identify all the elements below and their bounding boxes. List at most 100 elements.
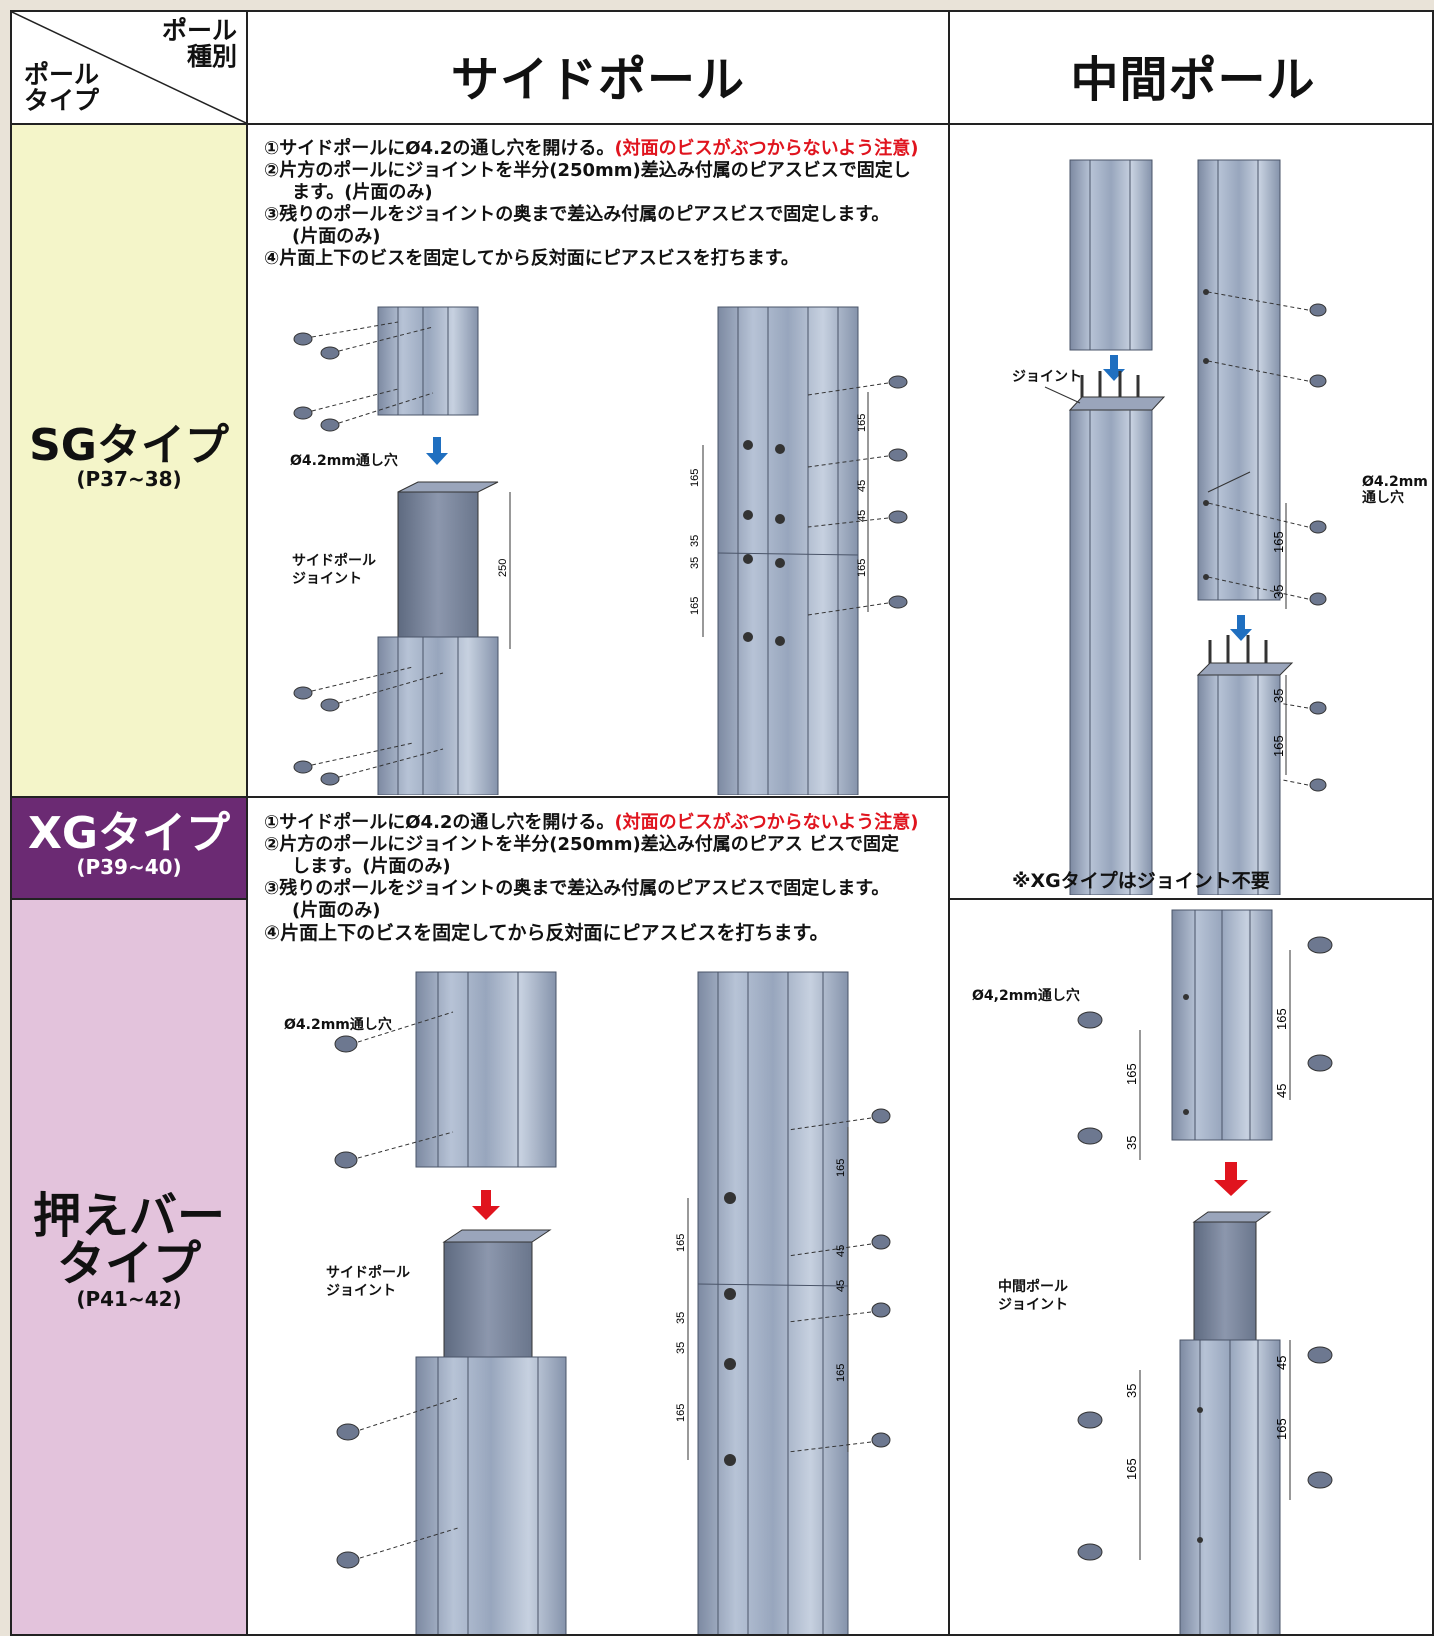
xg-type-label: XGタイプ (P39~40)	[12, 808, 246, 879]
sg-step-3-cont: (片面のみ)	[292, 226, 381, 247]
sg-screws-right	[888, 375, 908, 609]
bar-mid-down-arrow	[1214, 1162, 1248, 1196]
bar-side-pole-diagram: 165 35 35 165 165 45 45 165	[334, 971, 891, 1634]
mid-dim-165-b: 165	[1271, 735, 1286, 757]
sg-type-cell	[12, 125, 246, 797]
mid-hole-label: Ø4.2mm 通し穴	[1362, 474, 1428, 506]
bar-mid-dim-45-a: 45	[1274, 1084, 1289, 1098]
mid-upper-pole	[1069, 159, 1153, 351]
sg-instructions: ①サイドポールにØ4.2の通し穴を開ける。(対面のビスがぶつからないよう注意) …	[264, 138, 919, 270]
bar-bolt-holes	[724, 1192, 736, 1466]
sg-screws-lower	[293, 686, 340, 786]
sg-side-pole-diagram: 250 165 35 35 165	[293, 306, 908, 795]
sg-step-2-cont: ます。(片面のみ)	[292, 182, 433, 203]
sg-step-4: ④片面上下のビスを固定してから反対面にピアスビスを打ちます。	[264, 248, 799, 269]
corner-top-label: ポール 種別	[161, 16, 237, 71]
corner-diagonal	[12, 12, 246, 123]
mid-dim-35-a: 35	[1271, 585, 1286, 599]
corner-pole-kind: ポール 種別	[132, 18, 237, 70]
bar-hole-label: Ø4.2mm通し穴	[284, 1017, 392, 1033]
bar-mid-dim-165-d: 165	[1274, 1418, 1289, 1440]
sg-step-1: ①サイドポールにØ4.2の通し穴を開ける。(対面のビスがぶつからないよう注意)	[264, 138, 919, 159]
xg-step-4: ④片面上下のビスを固定してから反対面にピアスビスを打ちます。	[264, 922, 829, 944]
xg-step-1: ①サイドポールにØ4.2の通し穴を開ける。(対面のビスがぶつからないよう注意)	[264, 812, 919, 833]
bar-mid-screws-upper	[1077, 936, 1333, 1145]
sg-dim-165-a: 165	[689, 469, 701, 487]
bar-mid-dim-165-b: 165	[1274, 1008, 1289, 1030]
bar-screws-right	[871, 1108, 891, 1448]
bar-mid-dim-165-c: 165	[1124, 1458, 1139, 1480]
bar-type-pages: (P41~42)	[76, 1287, 182, 1311]
sg-dim-165-b: 165	[689, 597, 701, 615]
bar-mid-joint-label: 中間ポール ジョイント	[998, 1279, 1068, 1313]
mid-down-arrow-2	[1230, 615, 1252, 641]
xg-no-joint-note: ※XGタイプはジョイント不要	[1012, 870, 1270, 892]
sg-middle-pole-diagram: 165 35 35 165	[1044, 159, 1327, 895]
bar-mid-screws-lower	[1077, 1346, 1333, 1561]
sg-screws-upper	[293, 332, 340, 432]
bar-dim-165-d: 165	[835, 1364, 847, 1382]
corner-pole-type: ポール タイプ	[24, 62, 114, 114]
bar-dim-165-c: 165	[835, 1159, 847, 1177]
mid-dim-165-a: 165	[1271, 531, 1286, 553]
mid-right-lower-pole	[1197, 674, 1281, 895]
bar-upper-pole	[415, 971, 557, 1168]
bar-mid-hole-label: Ø4,2mm通し穴	[972, 988, 1080, 1004]
xg-step-3: ③残りのポールをジョイントの奥まで差込み付属のピアスビスで固定します。	[264, 878, 890, 899]
sg-upper-pole	[377, 306, 479, 416]
sg-side-joint	[397, 491, 479, 653]
bar-dim-35-a: 35	[675, 1312, 687, 1324]
sg-dim-35-b: 35	[689, 557, 701, 569]
bar-type-cell	[12, 900, 246, 1634]
bar-screws-lower	[336, 1423, 360, 1569]
bar-joint-label: サイドポール ジョイント	[326, 1265, 410, 1299]
mid-screws-right	[1309, 303, 1327, 792]
bar-dim-165-a: 165	[675, 1234, 687, 1252]
bar-mid-joint	[1193, 1221, 1257, 1353]
mid-joint-label: ジョイント	[1012, 369, 1082, 385]
bar-middle-pole-diagram: 165 35 165 45 35 165 45 165	[1077, 909, 1333, 1634]
bar-down-arrow	[472, 1190, 500, 1220]
sg-type-label: SGタイプ (P37~38)	[12, 420, 246, 491]
bar-type-name-2: タイプ	[56, 1236, 201, 1292]
bar-mid-dim-45-b: 45	[1274, 1356, 1289, 1370]
bar-dim-35-b: 35	[675, 1342, 687, 1354]
bar-dim-45-b: 45	[835, 1280, 847, 1292]
xg-step-3-cont: (片面のみ)	[292, 900, 381, 921]
xg-type-name: XGタイプ	[27, 808, 231, 859]
bar-screws-upper	[334, 1035, 358, 1169]
sg-step-3: ③残りのポールをジョイントの奥まで差込み付属のピアスビスで固定します。	[264, 204, 890, 225]
xg-step-1-note: (対面のビスがぶつからないよう注意)	[614, 812, 919, 833]
sg-step-1-note: (対面のビスがぶつからないよう注意)	[614, 138, 919, 159]
mid-dim-35-b: 35	[1271, 689, 1286, 703]
sg-dim-45-b: 45	[856, 510, 868, 522]
sg-joint-label: サイドポール ジョイント	[292, 553, 376, 587]
sg-down-arrow	[426, 437, 448, 465]
sg-bolt-holes	[743, 440, 785, 646]
xg-type-pages: (P39~40)	[76, 855, 182, 879]
sg-dim-250: 250	[497, 559, 509, 577]
sg-hole-label: Ø4.2mm通し穴	[290, 453, 398, 469]
sg-lower-pole	[377, 636, 499, 795]
sg-dim-35-a: 35	[689, 535, 701, 547]
sg-dim-165-c: 165	[856, 414, 868, 432]
mid-lower-pole	[1069, 409, 1153, 895]
sg-dim-45-a: 45	[856, 480, 868, 492]
bar-mid-dim-35-a: 35	[1124, 1136, 1139, 1150]
bar-type-label: 押えバー タイプ (P41~42)	[12, 1192, 246, 1310]
mid-bolt-holes	[1203, 289, 1209, 580]
sg-type-name: SGタイプ	[29, 420, 229, 471]
sg-dim-165-d: 165	[856, 559, 868, 577]
xg-instructions: ①サイドポールにØ4.2の通し穴を開ける。(対面のビスがぶつからないよう注意) …	[264, 812, 919, 944]
bar-type-name-1: 押えバー	[32, 1188, 225, 1244]
mid-down-arrow-1	[1103, 355, 1125, 381]
bar-assembled-pole	[697, 971, 849, 1634]
sg-step-2: ②片方のポールにジョイントを半分(250mm)差込み付属のピアスビスで固定し	[264, 160, 911, 181]
sg-assembled-pole	[717, 306, 859, 795]
xg-step-2: ②片方のポールにジョイントを半分(250mm)差込み付属のピアス ビスで固定	[264, 834, 900, 855]
mid-right-upper-pole	[1197, 159, 1281, 601]
sg-type-pages: (P37~38)	[76, 467, 182, 491]
bar-dim-45-a: 45	[835, 1245, 847, 1257]
bar-side-joint	[443, 1241, 533, 1375]
bar-mid-dim-35-b: 35	[1124, 1384, 1139, 1398]
